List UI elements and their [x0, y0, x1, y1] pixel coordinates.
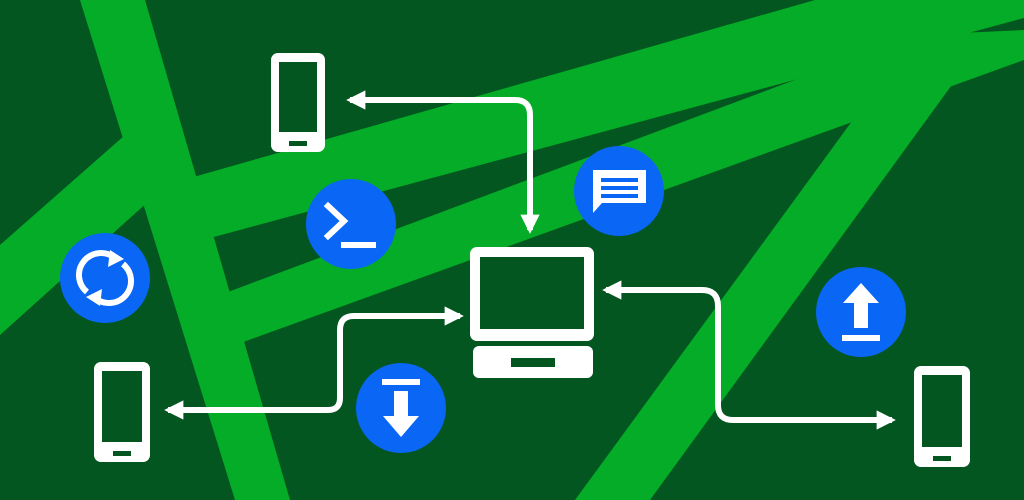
laptop — [470, 247, 594, 378]
laptop-to-phone-bottom-right-arrow — [602, 280, 896, 430]
laptop-to-phone-bottom-left-arrow — [164, 306, 464, 420]
download-icon — [382, 379, 420, 437]
message-icon — [593, 170, 646, 213]
sync-icon — [75, 249, 135, 307]
phone-bottom-left — [94, 362, 150, 462]
terminal-badge — [306, 179, 396, 269]
phone-top — [271, 53, 325, 152]
smartphone-icon — [914, 366, 970, 467]
upload-badge — [816, 267, 906, 357]
upload-icon — [842, 283, 880, 341]
stripe-left-branch — [0, 135, 150, 335]
phone-bottom-right — [914, 366, 970, 467]
laptop-to-phone-top-arrow — [346, 90, 540, 234]
smartphone-icon — [271, 53, 325, 152]
sync-arrowhead-bottom — [86, 289, 102, 306]
connection-arrows — [164, 90, 896, 430]
laptop-icon — [470, 247, 594, 378]
sync-badge — [60, 233, 150, 323]
terminal-icon — [323, 201, 376, 248]
sync-arrowhead-top — [108, 250, 124, 267]
download-badge — [356, 363, 446, 453]
smartphone-icon — [94, 362, 150, 462]
message-badge — [574, 146, 664, 236]
